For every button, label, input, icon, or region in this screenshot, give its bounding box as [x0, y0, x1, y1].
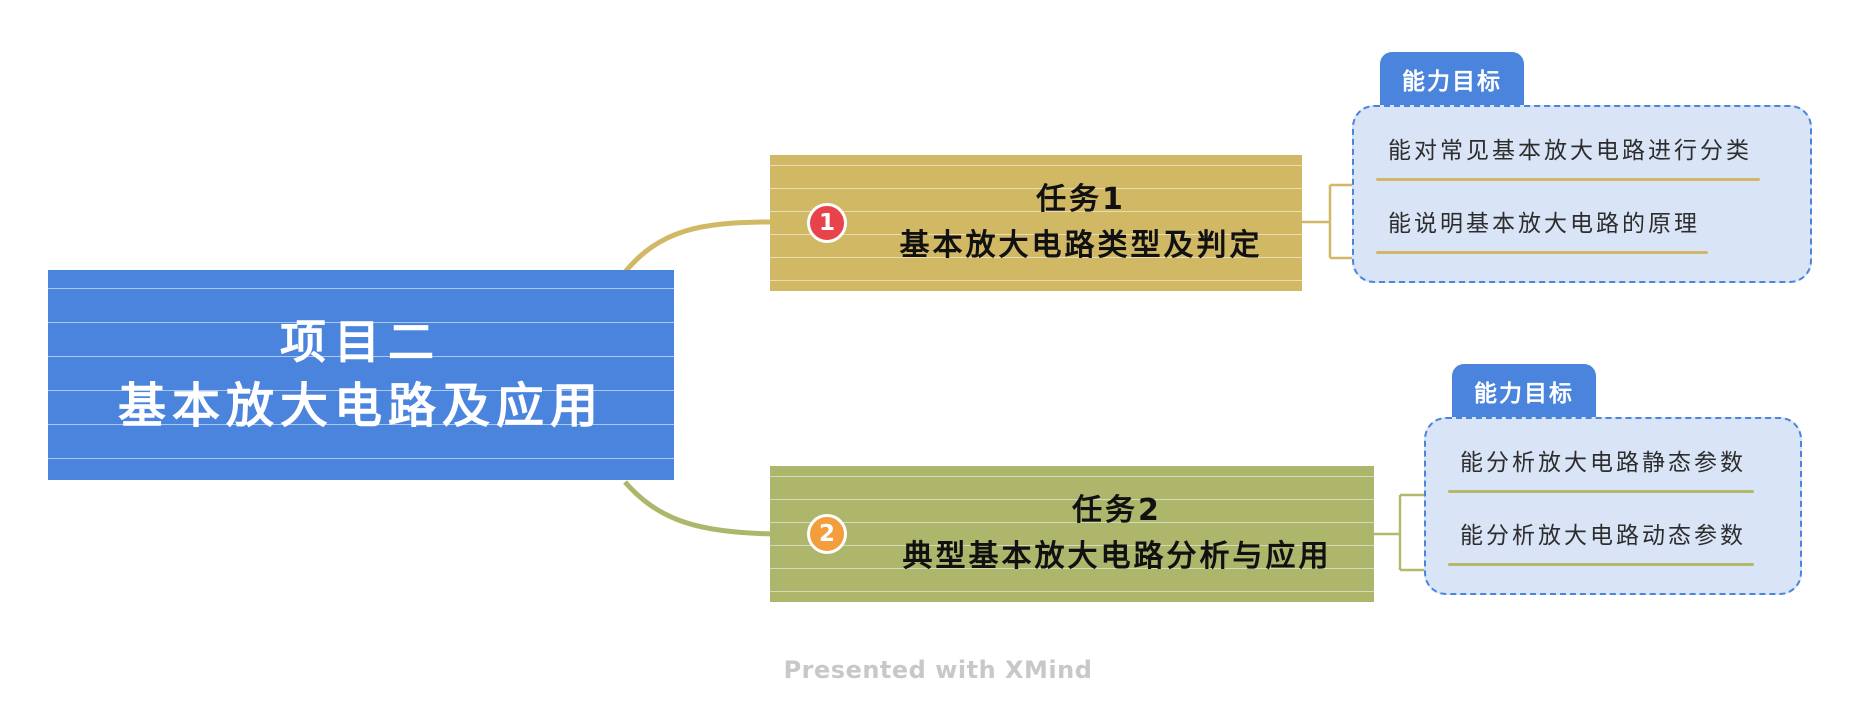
ability-goal-tag-2[interactable]: 能力目标: [1452, 364, 1596, 418]
goal-item[interactable]: 能分析放大电路静态参数: [1448, 435, 1754, 493]
goal-item[interactable]: 能对常见基本放大电路进行分类: [1376, 123, 1760, 181]
task-number-badge-2: 2: [807, 514, 847, 554]
goal-item-text: 能分析放大电路动态参数: [1460, 523, 1746, 549]
goal-item-text: 能分析放大电路静态参数: [1460, 450, 1746, 476]
task-subtitle-2: 典型基本放大电路分析与应用: [902, 539, 1332, 574]
goal-item[interactable]: 能说明基本放大电路的原理: [1376, 196, 1708, 254]
connector-task2-goals: [1374, 493, 1450, 572]
root-title-line1: 项目二: [280, 315, 442, 369]
connector-root-task1: [623, 219, 773, 274]
task-number-badge-1: 1: [807, 203, 847, 243]
goal-item[interactable]: 能分析放大电路动态参数: [1448, 508, 1754, 566]
goal-item-text: 能对常见基本放大电路进行分类: [1388, 138, 1752, 164]
ability-goal-tag-1[interactable]: 能力目标: [1380, 52, 1524, 106]
root-topic[interactable]: 项目二 基本放大电路及应用: [48, 270, 674, 480]
goal-underline: [1448, 563, 1754, 566]
task-subtitle-1: 基本放大电路类型及判定: [899, 228, 1263, 263]
goal-underline: [1448, 490, 1754, 493]
goal-underline: [1376, 251, 1708, 254]
task-title-2: 任务2: [1072, 493, 1162, 528]
task-topic-1[interactable]: 1 任务1 基本放大电路类型及判定: [770, 155, 1302, 291]
goal-item-text: 能说明基本放大电路的原理: [1388, 211, 1700, 237]
goal-underline: [1376, 178, 1760, 181]
connector-task1-goals: [1302, 183, 1378, 260]
ability-goal-group-1: 能对常见基本放大电路进行分类 能说明基本放大电路的原理: [1352, 105, 1812, 283]
task-title-1: 任务1: [1036, 182, 1126, 217]
ability-goal-group-2: 能分析放大电路静态参数 能分析放大电路动态参数: [1424, 417, 1802, 595]
task-topic-2[interactable]: 2 任务2 典型基本放大电路分析与应用: [770, 466, 1374, 602]
root-title-line2: 基本放大电路及应用: [117, 378, 604, 434]
footer-credit: Presented with XMind: [783, 656, 1093, 684]
connector-root-task2: [623, 480, 773, 537]
